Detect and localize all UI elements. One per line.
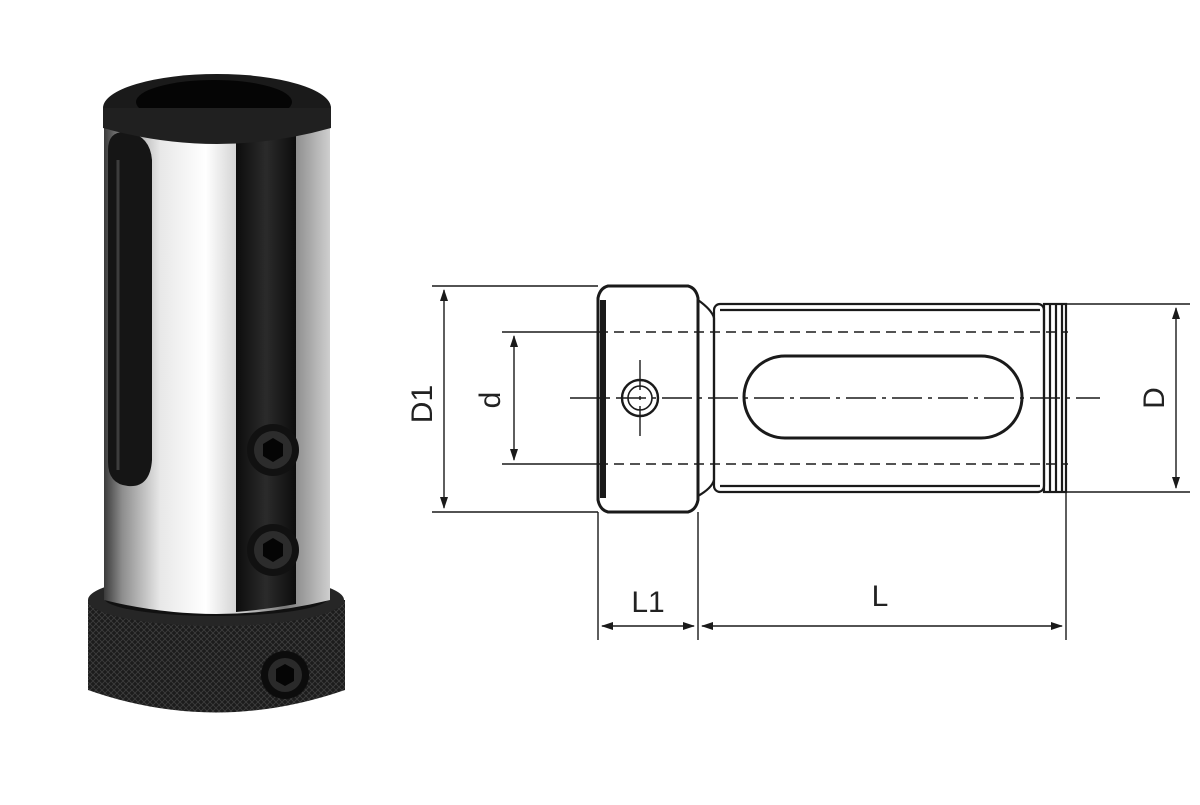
collar-screw (261, 651, 309, 699)
dimension-L1 (597, 512, 699, 640)
set-screw-upper (247, 424, 299, 476)
dimension-D (1066, 303, 1190, 493)
technical-drawing: D1 d D L1 L (400, 0, 1200, 800)
label-L1: L1 (631, 586, 664, 619)
sleeve-illustration (88, 74, 345, 713)
label-D1: D1 (406, 385, 439, 423)
dimension-drawing: D1 d D L1 L (406, 284, 1190, 640)
screw-hole (620, 378, 660, 418)
label-d: d (474, 392, 507, 409)
slot-window (108, 131, 152, 487)
product-photo (0, 0, 400, 800)
steel-body (104, 115, 330, 614)
flange-outline (596, 284, 700, 514)
label-L: L (872, 580, 889, 613)
slot-outline (742, 354, 1024, 440)
dimension-D1 (432, 285, 598, 513)
dimension-d (502, 331, 598, 465)
label-D: D (1138, 387, 1171, 409)
dimension-L (701, 492, 1067, 640)
center-line (570, 360, 1100, 440)
set-screw-lower (247, 524, 299, 576)
top-rim (103, 74, 331, 144)
bore-hidden-lines (598, 331, 1068, 465)
